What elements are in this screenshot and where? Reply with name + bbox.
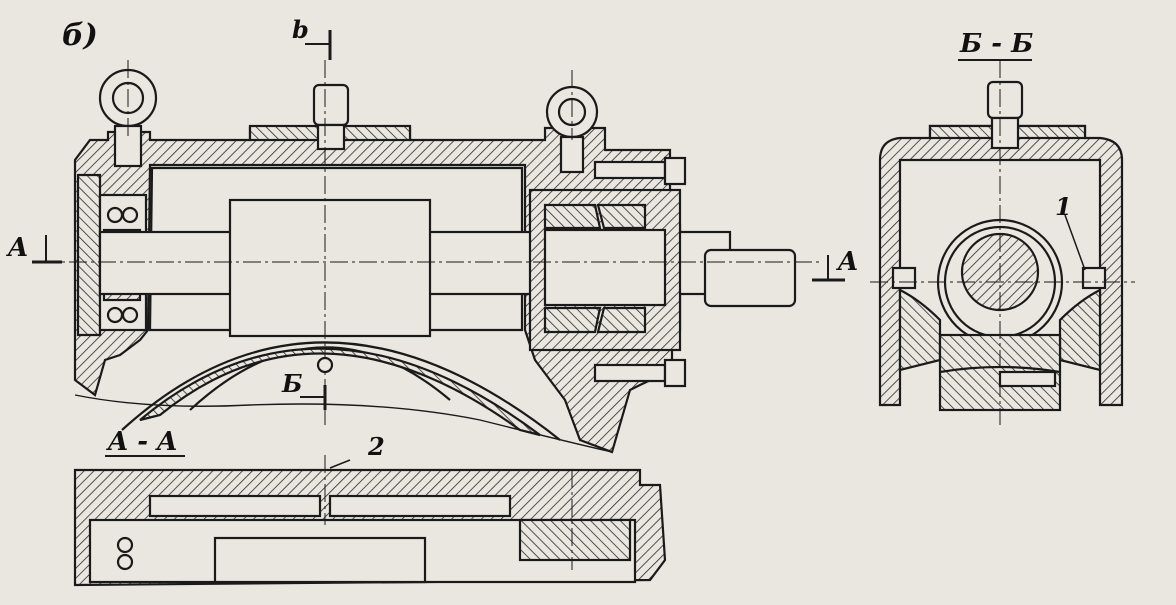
shaft-end [703,248,797,308]
bb-bolt-left [891,266,917,290]
section-bb-view [870,60,1135,425]
bb-side-rib-left [898,288,942,372]
aa-cavity-1 [148,494,322,518]
right-bearing-bore [543,228,667,307]
callout-2: 2 [367,432,385,461]
callout-1: 1 [1055,192,1072,221]
breather [312,83,350,127]
section-b-top-label: b [292,15,309,44]
section-b-bottom-label: Б [281,369,303,398]
aa-drum [213,536,427,584]
left-bearing-cap [76,173,102,337]
section-a-right-label: A [835,247,858,277]
section-a-left-label: A [5,233,28,263]
main-view [32,30,845,454]
taper-bearing-top2 [596,203,647,230]
aa-cavity-2 [328,494,512,518]
view-aa-title: A - A [105,427,177,457]
gear-rim-hatch [139,347,541,437]
bb-bolt-right [1081,266,1107,290]
bb-housing [878,124,1124,407]
bolt-top-right [593,160,667,180]
section-marker [316,356,334,374]
bb-side-rib-right [1058,288,1102,372]
bb-breather [986,80,1024,120]
taper-bearing-bot2 [596,306,647,334]
taper-bearing-top [543,203,602,230]
break-line [74,394,613,453]
gear-rim-outer [121,341,561,441]
bolt-bottom-right [593,363,667,383]
view-bb-title: Б - Б [959,29,1033,59]
panel-label: б) [62,18,98,53]
section-aa-view [73,455,667,587]
worm-drum [228,198,432,338]
taper-bearing-bot [543,306,602,334]
